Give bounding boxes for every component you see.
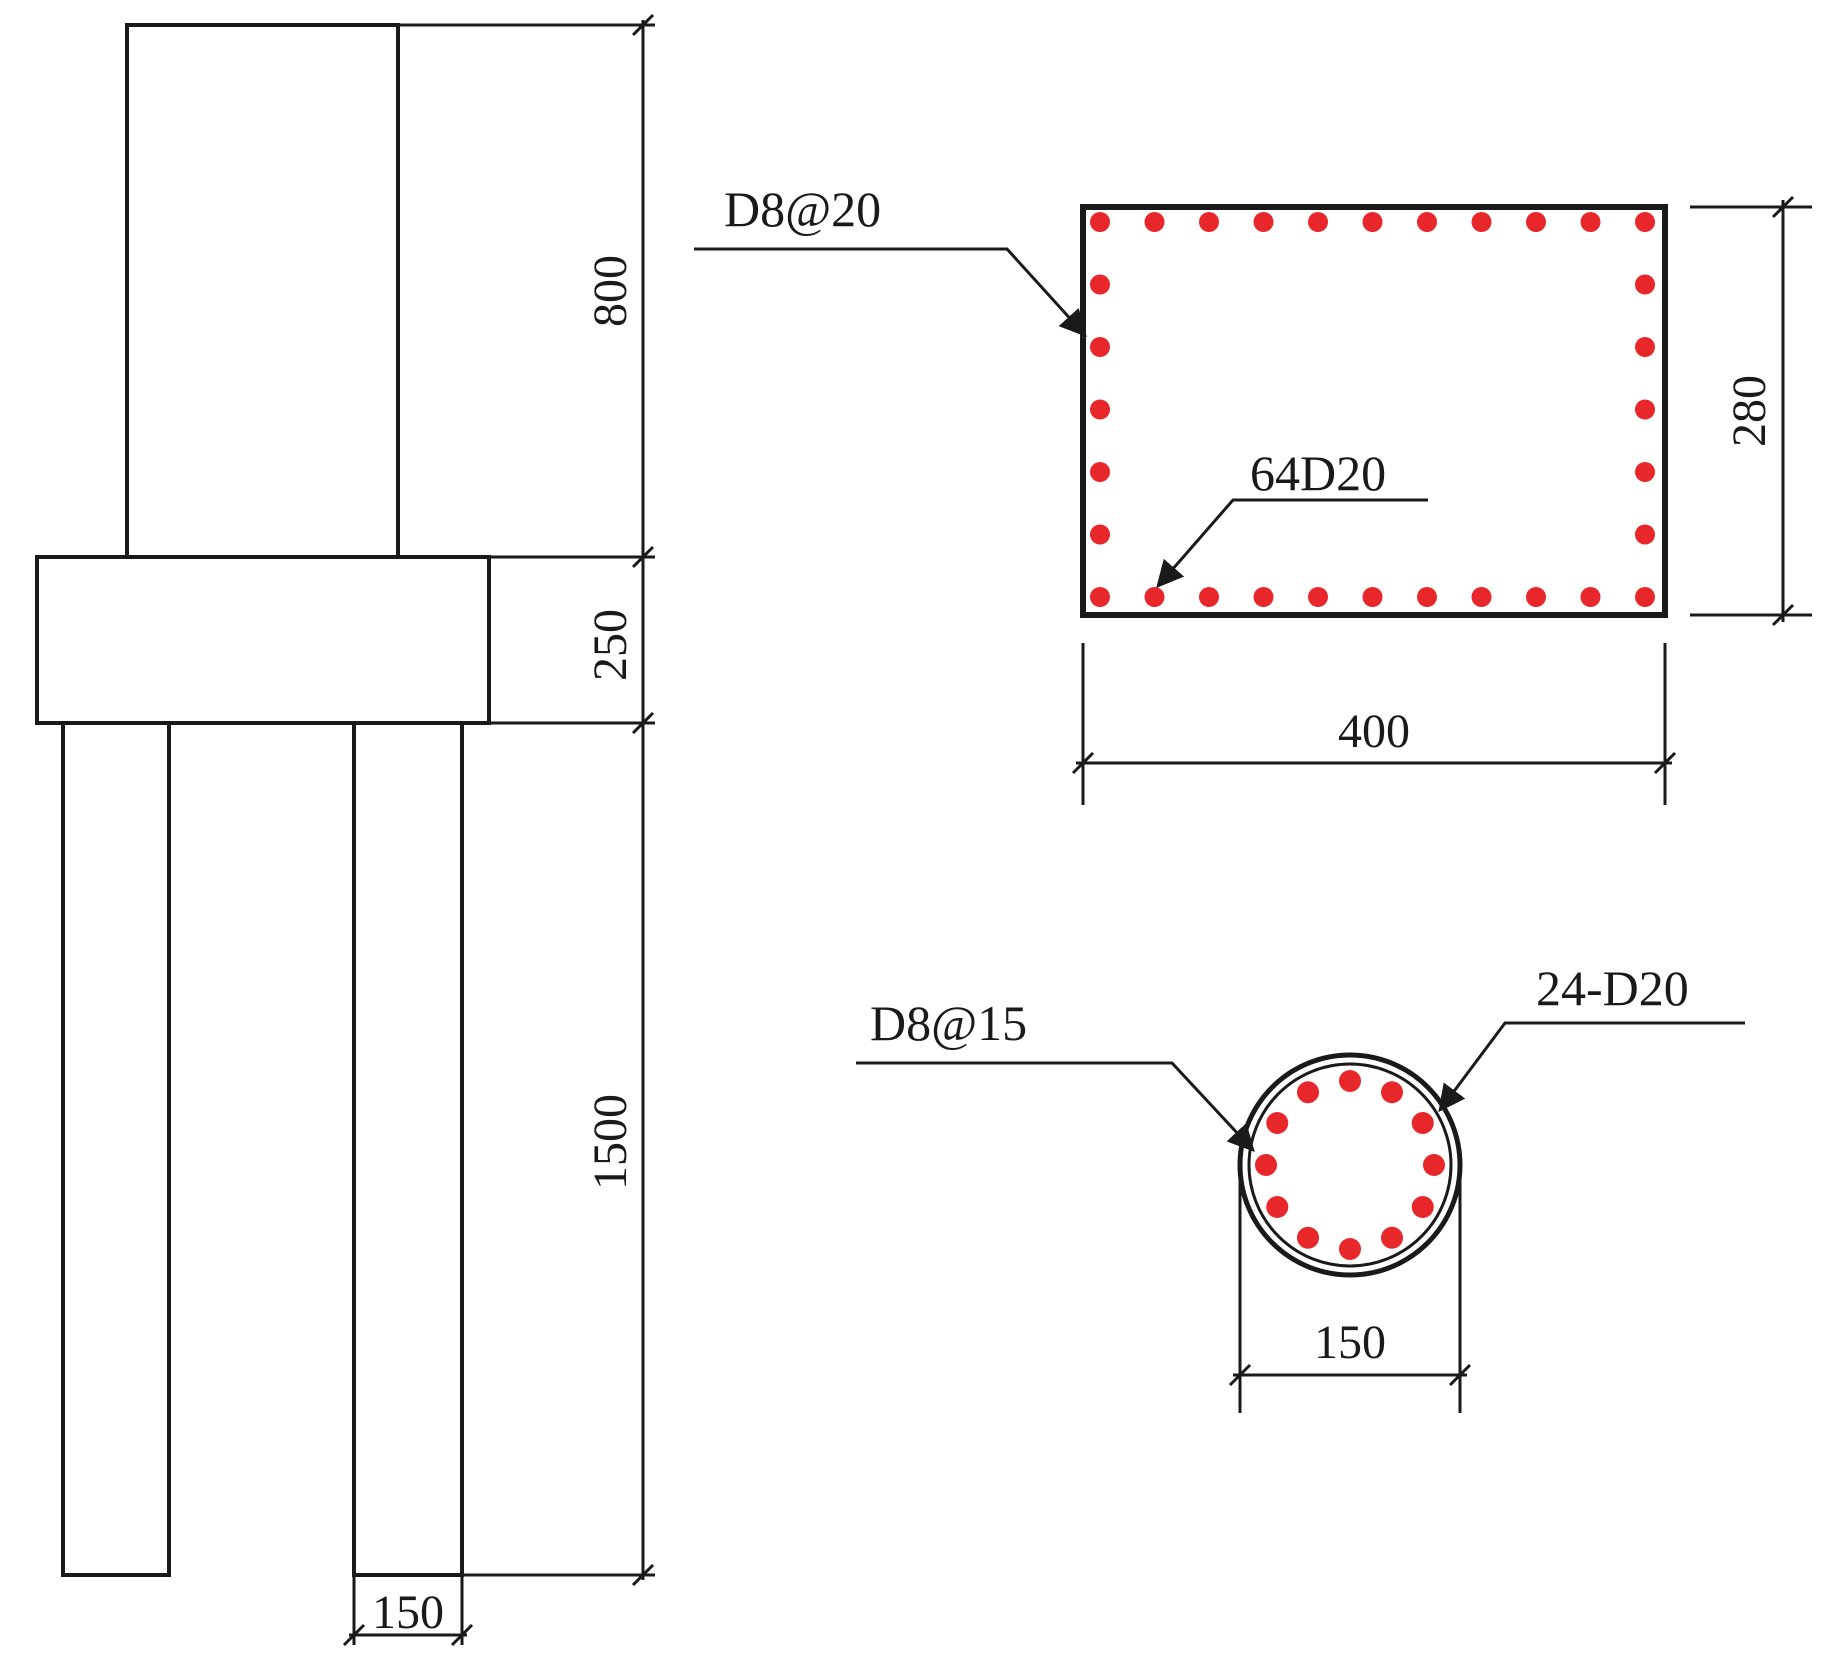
leader-rect-stirrup [694,247,1087,337]
rebar-dot [1339,1238,1361,1260]
label-rect-bars: 64D20 [1250,445,1386,501]
circle-section-outline-inner [1247,1062,1453,1268]
dim-rect-height: 280 [1723,375,1776,447]
rebar-dot [1423,1154,1445,1176]
circle-section: D8@15 24-D20 150 [856,960,1745,1413]
rebar-dot [1266,1112,1289,1134]
rebar-dot [1526,212,1546,232]
leader-circle-bars [1438,1021,1745,1113]
rect-section: D8@20 64D20 280 400 [694,181,1812,805]
rebar-dot [1635,274,1655,295]
rebar-dot [1362,587,1383,607]
rebar-dot [1526,587,1546,607]
rebar-dot [1471,212,1492,232]
rebar-dot [1635,399,1655,420]
label-circle-bars: 24-D20 [1536,960,1689,1016]
rebar-dot [1417,587,1437,607]
dim-rect-width: 400 [1338,705,1410,758]
rebar-dot [1144,212,1165,232]
dim-pile-cap: 250 [584,609,637,681]
rebar-dot [1635,587,1655,607]
rebar-dot [1635,462,1655,482]
rebar-dot [1090,462,1110,482]
circle-diameter-dimension-line [1228,1165,1472,1413]
rebar-dot [1635,524,1655,545]
rebar-dot [1090,337,1110,357]
rebar-dot [1297,1226,1319,1249]
circle-rebar-group [1255,1070,1445,1260]
rebar-dot [1090,587,1110,607]
rebar-dot [1580,587,1601,607]
dim-circle-diameter: 150 [1314,1316,1386,1369]
upper-column [125,23,400,559]
label-rect-stirrup: D8@20 [724,181,881,237]
pile-left [61,721,171,1577]
dim-pile-width: 150 [372,1586,444,1639]
rect-rebar-group [1090,212,1655,607]
rebar-dot [1381,1081,1403,1104]
leader-rect-bars [1156,498,1428,589]
rect-section-outline [1080,204,1668,618]
rebar-dot [1253,587,1274,607]
rebar-dot [1266,1196,1289,1218]
rebar-dot [1580,212,1601,232]
rebar-dot [1090,524,1110,545]
rect-height-dimension-line [1690,195,1812,627]
rebar-dot [1308,587,1328,607]
rebar-dot [1635,212,1655,232]
rebar-dot [1297,1081,1319,1104]
rebar-dot [1199,587,1219,607]
rebar-dot [1255,1154,1277,1176]
rebar-dot [1090,212,1110,232]
rebar-dot [1411,1112,1434,1134]
rebar-dot [1381,1226,1403,1249]
leader-circle-stirrup [856,1061,1255,1152]
elevation-view: 800 250 1500 150 [35,13,655,1647]
label-circle-stirrup: D8@15 [870,995,1027,1051]
rebar-dot [1339,1070,1361,1092]
elevation-extension-lines [352,23,655,1645]
rebar-dot [1090,399,1110,420]
rebar-dot [1411,1196,1434,1218]
dim-piles: 1500 [584,1094,637,1190]
rebar-dot [1417,212,1437,232]
pile-cap [35,555,491,725]
rect-width-dimension-line [1071,643,1677,805]
pile-width-dimension-line [342,1623,474,1647]
dim-upper-column: 800 [584,255,637,327]
rebar-dot [1090,274,1110,295]
rebar-dot [1199,212,1219,232]
rebar-dot [1253,212,1274,232]
rebar-dot [1308,212,1328,232]
rebar-dot [1471,587,1492,607]
rebar-dot [1144,587,1165,607]
pile-right [352,721,464,1577]
elevation-dimension-line [631,13,655,1587]
rebar-dot [1635,337,1655,357]
rebar-dot [1362,212,1383,232]
